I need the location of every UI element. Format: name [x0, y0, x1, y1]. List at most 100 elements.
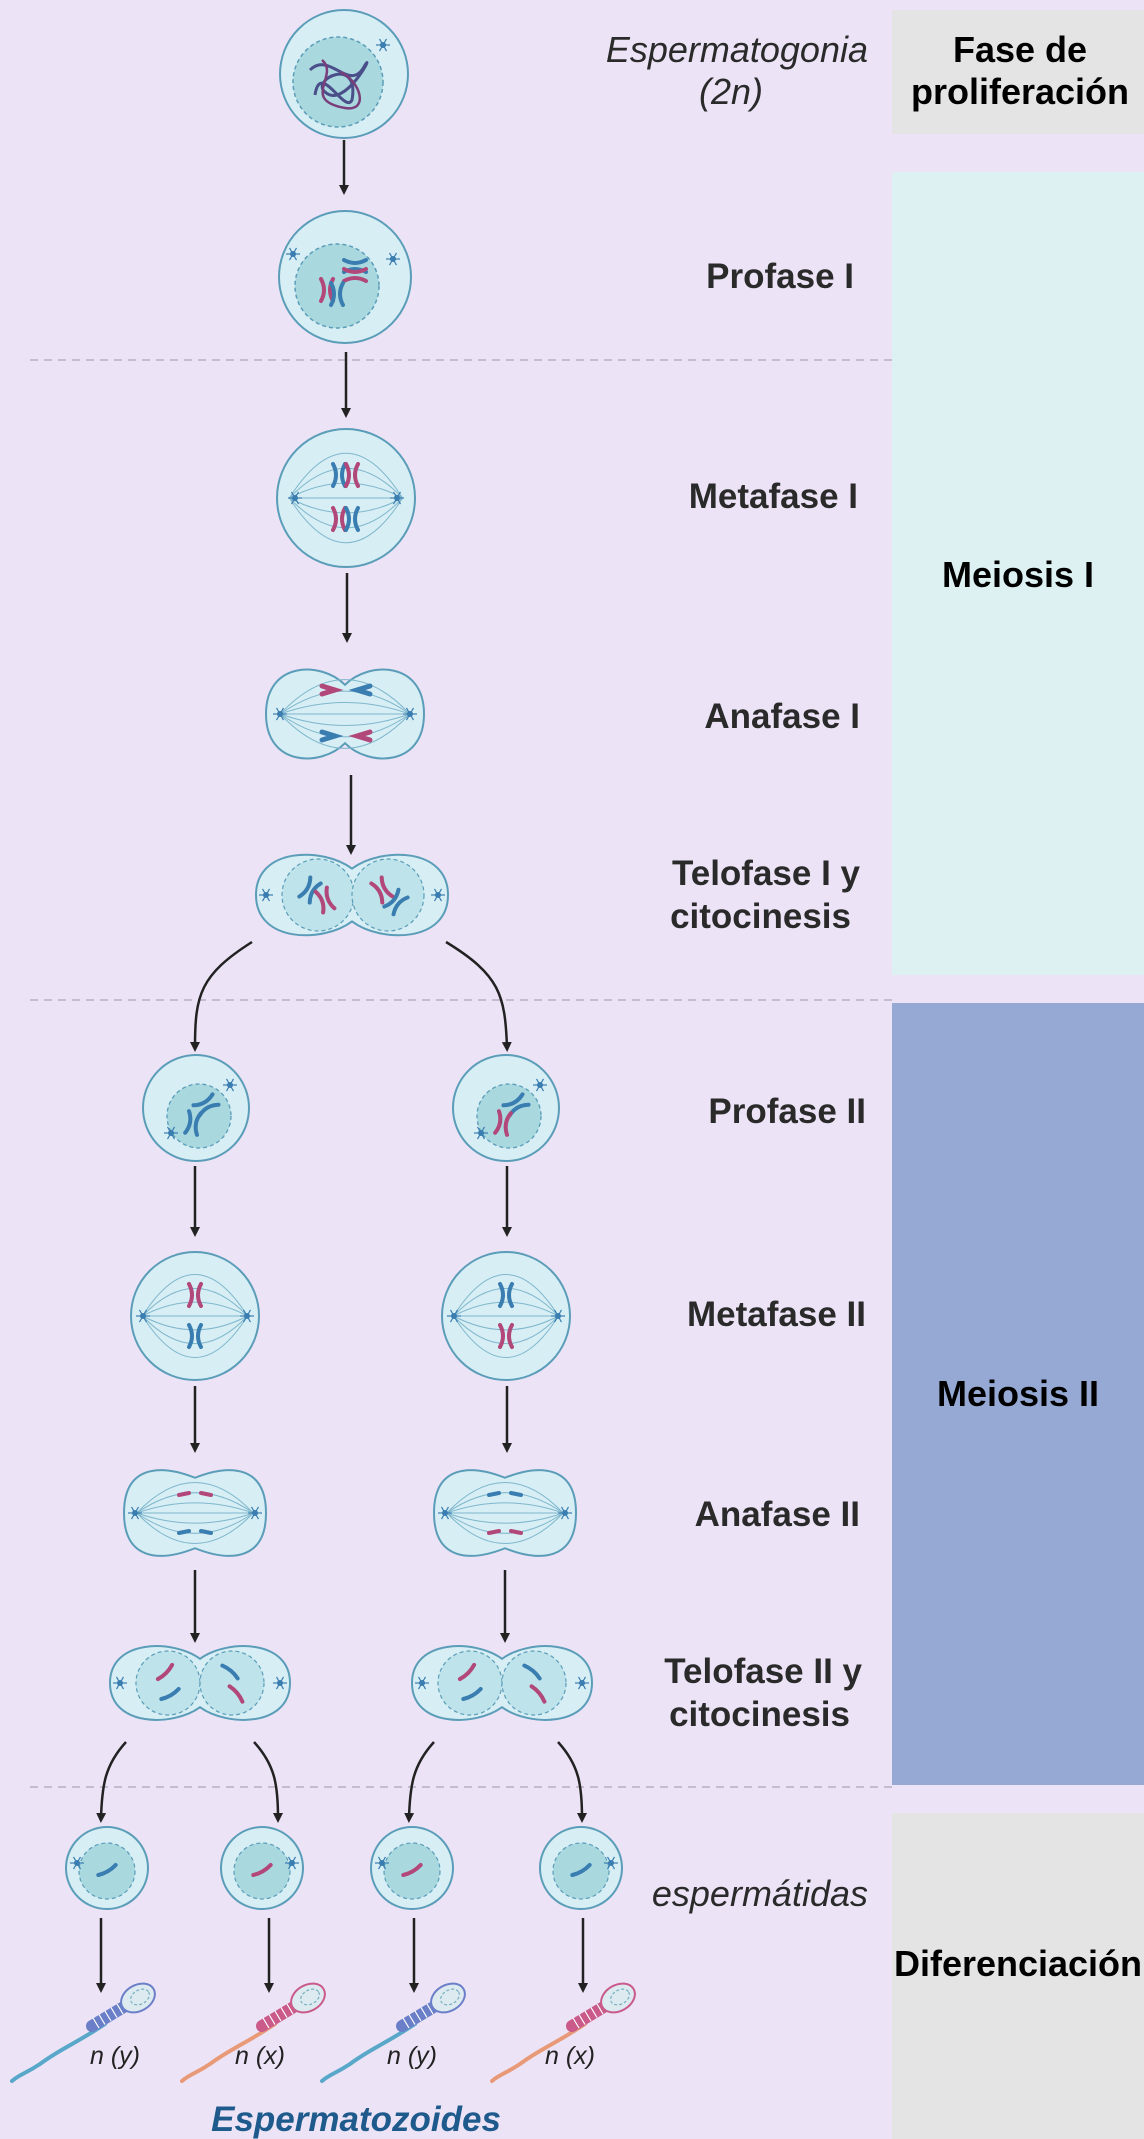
centrosome	[415, 1676, 429, 1690]
centriole	[277, 711, 283, 717]
spindle-fiber	[136, 1502, 254, 1514]
profase2-cell-right	[452, 1054, 560, 1162]
chromosome	[493, 1109, 513, 1137]
chromosome-arms	[183, 1109, 203, 1137]
spindle-fiber	[446, 1512, 564, 1524]
chromatid	[177, 1491, 191, 1497]
centrosome	[447, 1309, 461, 1323]
spindle-fiber	[446, 1502, 564, 1514]
label-espermatozoides: Espermatozoides	[211, 2100, 501, 2139]
chromatid	[199, 1529, 213, 1535]
label-telofase1-2: citocinesis	[670, 897, 851, 936]
chromatid-arm	[227, 1684, 245, 1704]
centriole	[435, 892, 441, 898]
spindle-fiber	[136, 1512, 254, 1544]
centrosome	[403, 707, 417, 721]
label-profase2: Profase II	[708, 1092, 866, 1131]
chromatid	[509, 1491, 523, 1497]
midpiece-stripe	[414, 2010, 422, 2022]
chromatid-arm	[401, 1863, 423, 1877]
chromosome	[187, 1282, 203, 1308]
metafase2-cell-left	[130, 1251, 260, 1381]
chromosome	[319, 683, 344, 697]
chromosome-arms	[342, 267, 368, 283]
centriole	[289, 1860, 295, 1866]
centriole	[478, 1130, 484, 1136]
centrosome	[240, 1309, 254, 1323]
centrosome	[223, 1078, 237, 1092]
band-diferenciacion	[892, 1813, 1144, 2139]
curved-arrow-5	[404, 1741, 435, 1823]
telofase1-cell	[254, 853, 450, 937]
curved-arrow-right	[445, 940, 512, 1052]
spindle-fiber	[446, 1512, 564, 1534]
spindle-fiber	[279, 690, 411, 715]
nucleus	[294, 243, 380, 329]
centriole	[252, 1510, 258, 1516]
spindle-fiber	[136, 1492, 254, 1514]
centrosome	[376, 38, 390, 52]
chromatin	[321, 59, 362, 110]
chromatid	[159, 1687, 181, 1701]
centrosome	[288, 491, 302, 505]
nucleus	[292, 36, 384, 128]
metafase1-cell	[276, 428, 416, 568]
sperm-head	[120, 1982, 156, 2014]
centriole	[451, 1313, 457, 1319]
spindle-fiber	[288, 452, 404, 499]
chromosome-arms	[344, 506, 360, 532]
label-anafase2: Anafase II	[695, 1495, 860, 1534]
chromosome-arms	[344, 462, 360, 488]
chromatid-arm	[457, 1662, 477, 1682]
spindle-fiber	[446, 1492, 564, 1514]
chromatid	[401, 1863, 423, 1877]
midpiece-stripe	[286, 2003, 294, 2015]
chromosome	[313, 885, 337, 915]
chromatid	[155, 1662, 175, 1682]
spindle-fiber	[453, 1274, 559, 1317]
sperm-2	[180, 1982, 326, 2083]
centriole	[244, 1313, 250, 1319]
chromatid	[177, 1529, 191, 1535]
chromosome	[369, 875, 395, 905]
spindle-fiber	[142, 1315, 248, 1345]
centrosome	[438, 1506, 452, 1520]
chromatid	[457, 1662, 477, 1682]
profase2-cell-left	[142, 1054, 250, 1162]
spermatid-1	[65, 1826, 149, 1910]
chromosome-arms	[382, 887, 410, 917]
curved-arrow-4	[253, 1741, 283, 1823]
centrosome	[604, 1856, 618, 1870]
midpiece-stripe	[262, 2017, 270, 2029]
centriole	[555, 1313, 561, 1319]
spermatid-3	[370, 1826, 454, 1910]
sperm-1	[10, 1982, 156, 2083]
centrosome	[248, 1506, 262, 1520]
chromatid	[199, 1491, 213, 1497]
chromosome-arms	[187, 1323, 203, 1349]
chromosome-arms	[187, 1282, 203, 1308]
centrosome	[386, 252, 400, 266]
chromosome	[498, 1282, 514, 1308]
centrosome	[575, 1676, 589, 1690]
sperm-midpiece	[256, 2002, 298, 2032]
chromosome	[183, 1109, 203, 1137]
chromosome-arms	[331, 506, 347, 532]
spindle-fiber	[446, 1512, 564, 1544]
centriole	[379, 1860, 385, 1866]
spindle-fiber	[453, 1315, 559, 1331]
centrosome	[390, 491, 404, 505]
spindle-fiber	[279, 713, 411, 738]
midpiece-stripe	[420, 2007, 428, 2018]
nucleus	[135, 1650, 201, 1716]
sperm-nucleus	[610, 1988, 630, 2006]
centriole	[290, 251, 296, 257]
curved-arrow-3	[96, 1741, 127, 1823]
centriole	[168, 1130, 174, 1136]
chromatid	[487, 1491, 501, 1497]
sperm-4	[490, 1982, 636, 2083]
sperm-tail	[490, 2022, 587, 2083]
midpiece-stripe	[402, 2017, 410, 2029]
centriole	[380, 42, 386, 48]
midpiece-stripe	[268, 2014, 276, 2025]
